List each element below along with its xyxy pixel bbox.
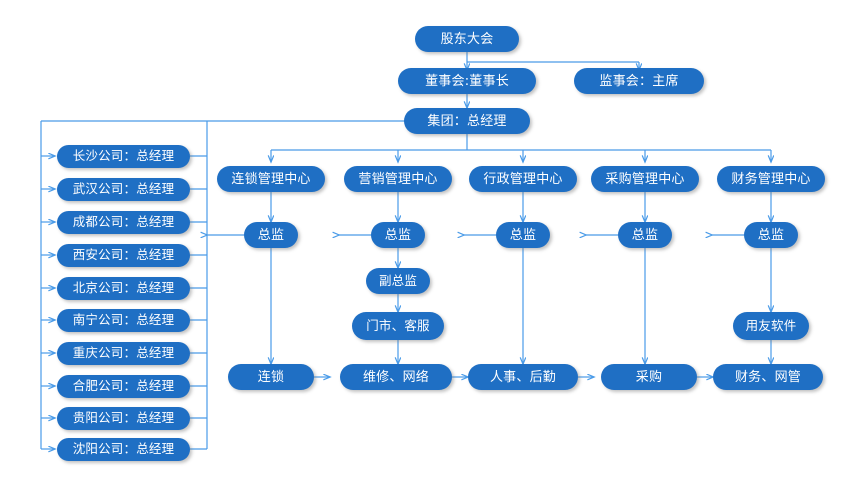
node-company-chongqing[interactable]: 重庆公司：总经理 xyxy=(57,342,190,365)
node-director-administration[interactable]: 总监 xyxy=(496,222,550,248)
node-group-general-manager[interactable]: 集团：总经理 xyxy=(404,108,530,134)
node-company-hefei[interactable]: 合肥公司：总经理 xyxy=(57,375,190,398)
node-company-xian[interactable]: 西安公司：总经理 xyxy=(57,244,190,267)
node-director-procurement[interactable]: 总监 xyxy=(618,222,672,248)
node-center-procurement[interactable]: 采购管理中心 xyxy=(591,166,699,192)
node-company-wuhan[interactable]: 武汉公司：总经理 xyxy=(57,178,190,201)
node-unit-hr-logistics[interactable]: 人事、后勤 xyxy=(468,364,578,390)
node-director-finance[interactable]: 总监 xyxy=(744,222,798,248)
node-board-of-directors[interactable]: 董事会:董事长 xyxy=(398,68,536,94)
node-board-of-supervisors[interactable]: 监事会：主席 xyxy=(574,68,704,94)
node-center-administration[interactable]: 行政管理中心 xyxy=(469,166,577,192)
node-company-shenyang[interactable]: 沈阳公司：总经理 xyxy=(57,438,190,461)
node-storefront-customer-service[interactable]: 门市、客服 xyxy=(352,312,444,340)
node-deputy-director-marketing[interactable]: 副总监 xyxy=(366,268,430,294)
node-company-nanning[interactable]: 南宁公司：总经理 xyxy=(57,309,190,332)
node-unit-maintenance-network[interactable]: 维修、网络 xyxy=(340,364,452,390)
node-company-guiyang[interactable]: 贵阳公司：总经理 xyxy=(57,407,190,430)
node-company-changsha[interactable]: 长沙公司：总经理 xyxy=(57,145,190,168)
node-yonyou-software[interactable]: 用友软件 xyxy=(733,312,809,340)
node-company-beijing[interactable]: 北京公司：总经理 xyxy=(57,277,190,300)
node-company-chengdu[interactable]: 成都公司：总经理 xyxy=(57,211,190,234)
node-unit-chain[interactable]: 连锁 xyxy=(228,364,314,390)
node-shareholders-meeting[interactable]: 股东大会 xyxy=(415,26,519,52)
node-center-chain[interactable]: 连锁管理中心 xyxy=(217,166,325,192)
node-center-marketing[interactable]: 营销管理中心 xyxy=(344,166,452,192)
node-unit-procurement[interactable]: 采购 xyxy=(601,364,697,390)
node-center-finance[interactable]: 财务管理中心 xyxy=(717,166,825,192)
node-director-chain[interactable]: 总监 xyxy=(244,222,298,248)
node-director-marketing[interactable]: 总监 xyxy=(371,222,425,248)
node-unit-finance-network-admin[interactable]: 财务、网管 xyxy=(713,364,823,390)
